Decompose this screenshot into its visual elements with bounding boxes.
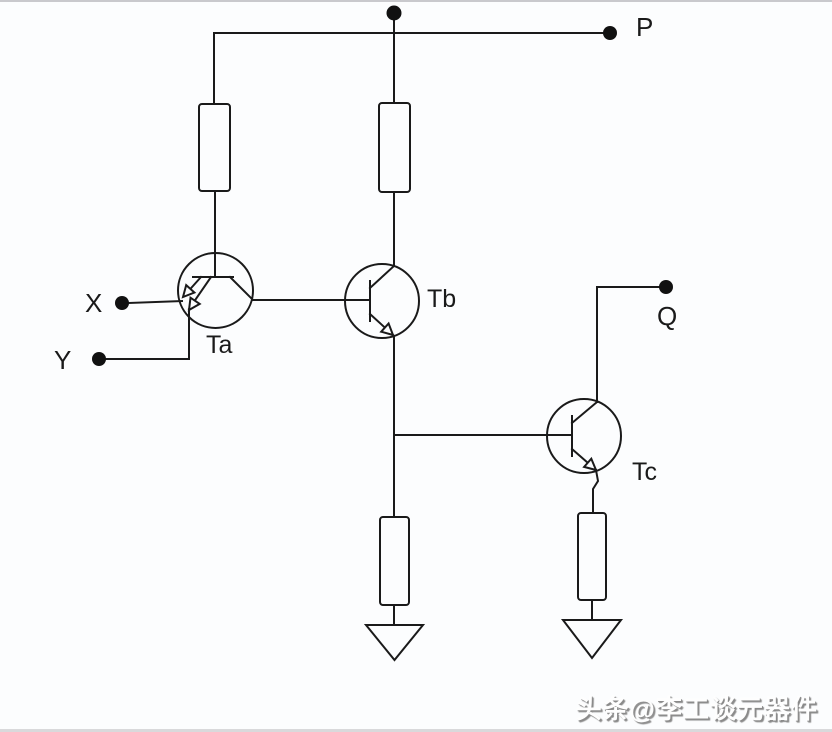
transistor-label-ta: Ta xyxy=(206,331,233,359)
transistor-label-tb: Tb xyxy=(427,285,457,313)
tc-collector xyxy=(570,400,599,425)
resistor-r1 xyxy=(198,103,231,192)
ground-icon xyxy=(560,619,624,660)
ta-emitter1-arrow-icon xyxy=(181,283,197,299)
terminal-label-p: P xyxy=(636,12,654,42)
tb-collector xyxy=(368,264,396,290)
input-label-x: X xyxy=(85,288,103,318)
image-top-border xyxy=(0,0,832,2)
terminal-dot-x xyxy=(115,296,129,310)
input-x-wire xyxy=(127,299,184,305)
terminal-dot-p xyxy=(603,26,617,40)
vcc-rail-wire xyxy=(213,32,611,105)
tb-emitter-arrow-icon xyxy=(379,321,395,337)
transistor-label-tc: Tc xyxy=(632,458,657,486)
image-bottom-border xyxy=(0,729,832,732)
terminal-dot-q xyxy=(659,280,673,294)
tc-to-q-wire xyxy=(596,286,667,403)
resistor-r3 xyxy=(379,516,410,606)
terminal-label-q: Q xyxy=(657,301,678,331)
tc-emitter-wire xyxy=(592,468,600,514)
resistor-r4 xyxy=(577,512,607,601)
input-y-wire xyxy=(105,309,190,360)
input-label-y: Y xyxy=(54,345,72,375)
watermark-text: 头条@李工谈元器件 xyxy=(575,694,818,724)
tc-emitter-arrow-icon xyxy=(582,456,598,472)
ta-emitter2-arrow-icon xyxy=(187,295,202,312)
ta-collector xyxy=(228,275,254,301)
resistor-r2 xyxy=(378,102,411,193)
junction-dot-vcc xyxy=(386,5,402,21)
terminal-dot-y xyxy=(92,352,106,366)
ground-icon xyxy=(363,624,426,662)
